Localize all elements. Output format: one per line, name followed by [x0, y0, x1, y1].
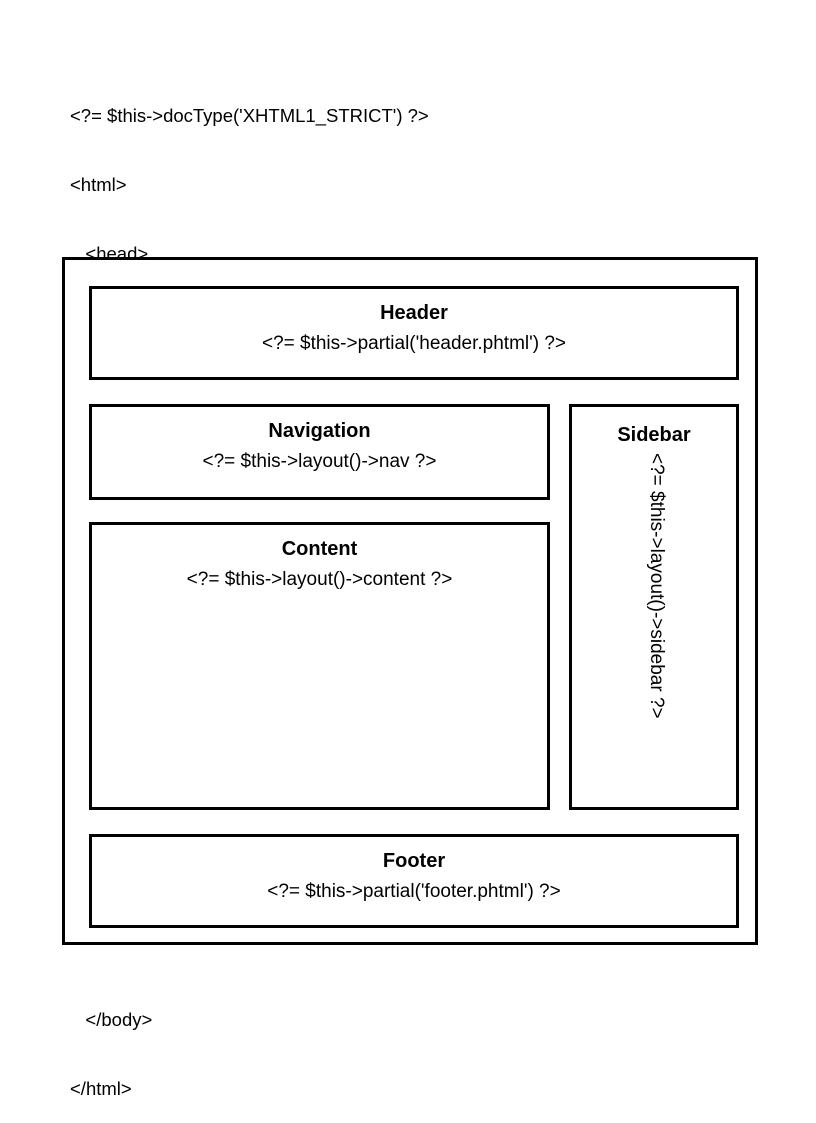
region-header-code: <?= $this->partial('header.phtml') ?> — [261, 333, 567, 354]
region-sidebar-code: <?= $this->layout()->sidebar ?> — [646, 453, 667, 719]
region-footer-title: Footer — [382, 850, 446, 872]
code-line-doctype: <?= $this->docType('XHTML1_STRICT') ?> — [70, 105, 429, 126]
code-line-body-close: </body> — [70, 1009, 153, 1030]
region-footer-code: <?= $this->partial('footer.phtml') ?> — [267, 881, 561, 902]
code-line-html-open: <html> — [70, 174, 127, 195]
region-navigation: Navigation <?= $this->layout()->nav ?> — [89, 404, 550, 500]
region-content-title: Content — [281, 538, 358, 560]
region-content: Content <?= $this->layout()->content ?> — [89, 522, 550, 810]
region-navigation-code: <?= $this->layout()->nav ?> — [202, 451, 437, 472]
region-header: Header <?= $this->partial('header.phtml'… — [89, 286, 739, 380]
region-sidebar-title: Sidebar — [617, 424, 691, 446]
region-footer: Footer <?= $this->partial('footer.phtml'… — [89, 834, 739, 928]
region-navigation-title: Navigation — [268, 420, 371, 442]
region-sidebar: Sidebar <?= $this->layout()->sidebar ?> — [569, 404, 739, 810]
code-line-html-close: </html> — [70, 1078, 132, 1099]
region-content-code: <?= $this->layout()->content ?> — [186, 569, 453, 590]
page-layout-frame: Header <?= $this->partial('header.phtml'… — [62, 257, 758, 945]
code-listing-bottom: </body> </html> — [70, 962, 152, 1123]
region-header-title: Header — [380, 302, 448, 324]
